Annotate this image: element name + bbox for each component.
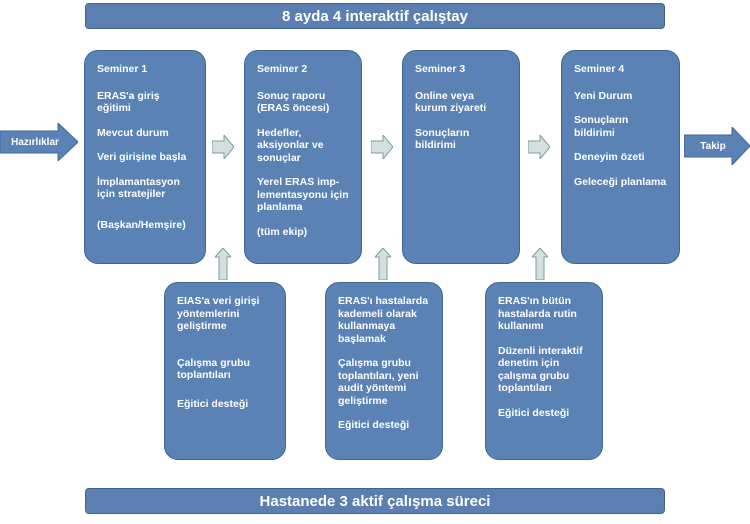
arrow-work1-to-seminar2 (215, 248, 231, 280)
seminar-4-box: Seminer 4 Yeni Durum Sonuçların bildirim… (561, 50, 680, 264)
seminar-item: (Başkan/Hemşire) (97, 218, 186, 231)
right-arrow-icon (528, 135, 550, 159)
seminar-title: Seminer 3 (415, 63, 466, 75)
seminar-item: İmplamantasyon için stratejiler (97, 175, 180, 201)
seminar-item: Yerel ERAS imp-lementasyonu için planlam… (257, 176, 349, 213)
up-arrow-icon (375, 248, 391, 280)
seminar-title: Seminer 2 (257, 63, 308, 75)
seminar-1-box: Seminer 1 ERAS'a giriş eğitimi Mevcut du… (84, 50, 206, 264)
up-arrow-icon (215, 248, 231, 280)
followup-label: Takip (700, 140, 726, 152)
seminar-item: Sonuçların bildirimi (574, 114, 629, 139)
arrow-work3-to-seminar4 (532, 248, 548, 280)
work-item: ERAS'ı hastalarda kademeli olarak kullan… (338, 295, 429, 345)
work-item: Çalışma grubu toplantıları, yeni audit y… (338, 357, 419, 407)
work-period-3-box: ERAS'ın bütün hastalarda rutin kullanımı… (485, 282, 603, 460)
seminar-item: Geleceği planlama (574, 175, 667, 188)
arrow-work2-to-seminar3 (375, 248, 391, 280)
seminar-item: Veri girişine başla (97, 151, 187, 163)
right-arrow-icon (212, 135, 234, 159)
footer-banner: Hastanede 3 aktif çalışma süreci (85, 488, 665, 514)
seminar-item: Sonuçların bildirimi (415, 126, 470, 152)
header-banner: 8 ayda 4 interaktif çalıştay (85, 3, 665, 29)
seminar-item: Deneyim özeti (574, 151, 645, 163)
work-item: Düzenli interaktif denetim için çalışma … (498, 344, 583, 395)
header-title: 8 ayda 4 interaktif çalıştay (282, 7, 468, 25)
preparations-label: Hazırlıklar (11, 136, 59, 148)
work-item: EIAS'a veri girişi yöntemlerini geliştir… (177, 295, 260, 332)
seminar-item: Mevcut durum (97, 126, 169, 139)
arrow-seminar2-to-seminar3 (371, 135, 393, 159)
work-item: ERAS'ın bütün hastalarda rutin kullanımı (498, 295, 577, 332)
seminar-item: Hedefler, aksiyonlar ve sonuçlar (257, 126, 324, 164)
seminar-2-box: Seminer 2 Sonuç raporu (ERAS öncesi) Hed… (244, 50, 362, 264)
preparations-arrow: Hazırlıklar (0, 123, 78, 161)
followup-arrow: Takip (684, 127, 750, 165)
arrow-seminar1-to-seminar2 (212, 135, 234, 159)
seminar-title: Seminer 1 (97, 63, 148, 75)
seminar-item: Sonuç raporu (ERAS öncesi) (257, 89, 330, 115)
seminar-3-box: Seminer 3 Online veya kurum ziyareti Son… (402, 50, 520, 264)
work-period-1-box: EIAS'a veri girişi yöntemlerini geliştir… (164, 282, 286, 460)
seminar-item: (tüm ekip) (257, 225, 308, 238)
seminar-item: Yeni Durum (574, 89, 633, 102)
work-item: Çalışma grubu toplantıları (177, 356, 250, 382)
arrow-seminar3-to-seminar4 (528, 135, 550, 159)
footer-title: Hastanede 3 aktif çalışma süreci (259, 492, 491, 510)
seminar-title: Seminer 4 (574, 63, 625, 75)
work-item: Eğitici desteği (177, 397, 249, 410)
work-period-2-box: ERAS'ı hastalarda kademeli olarak kullan… (325, 282, 443, 460)
seminar-item: Online veya kurum ziyareti (415, 89, 487, 115)
right-arrow-icon (0, 123, 78, 161)
right-arrow-icon (684, 127, 750, 165)
seminar-item: ERAS'a giriş eğitimi (97, 89, 160, 115)
up-arrow-icon (532, 248, 548, 280)
work-item: Eğitici desteği (338, 419, 410, 431)
work-item: Eğitici desteği (498, 406, 570, 419)
right-arrow-icon (371, 135, 393, 159)
